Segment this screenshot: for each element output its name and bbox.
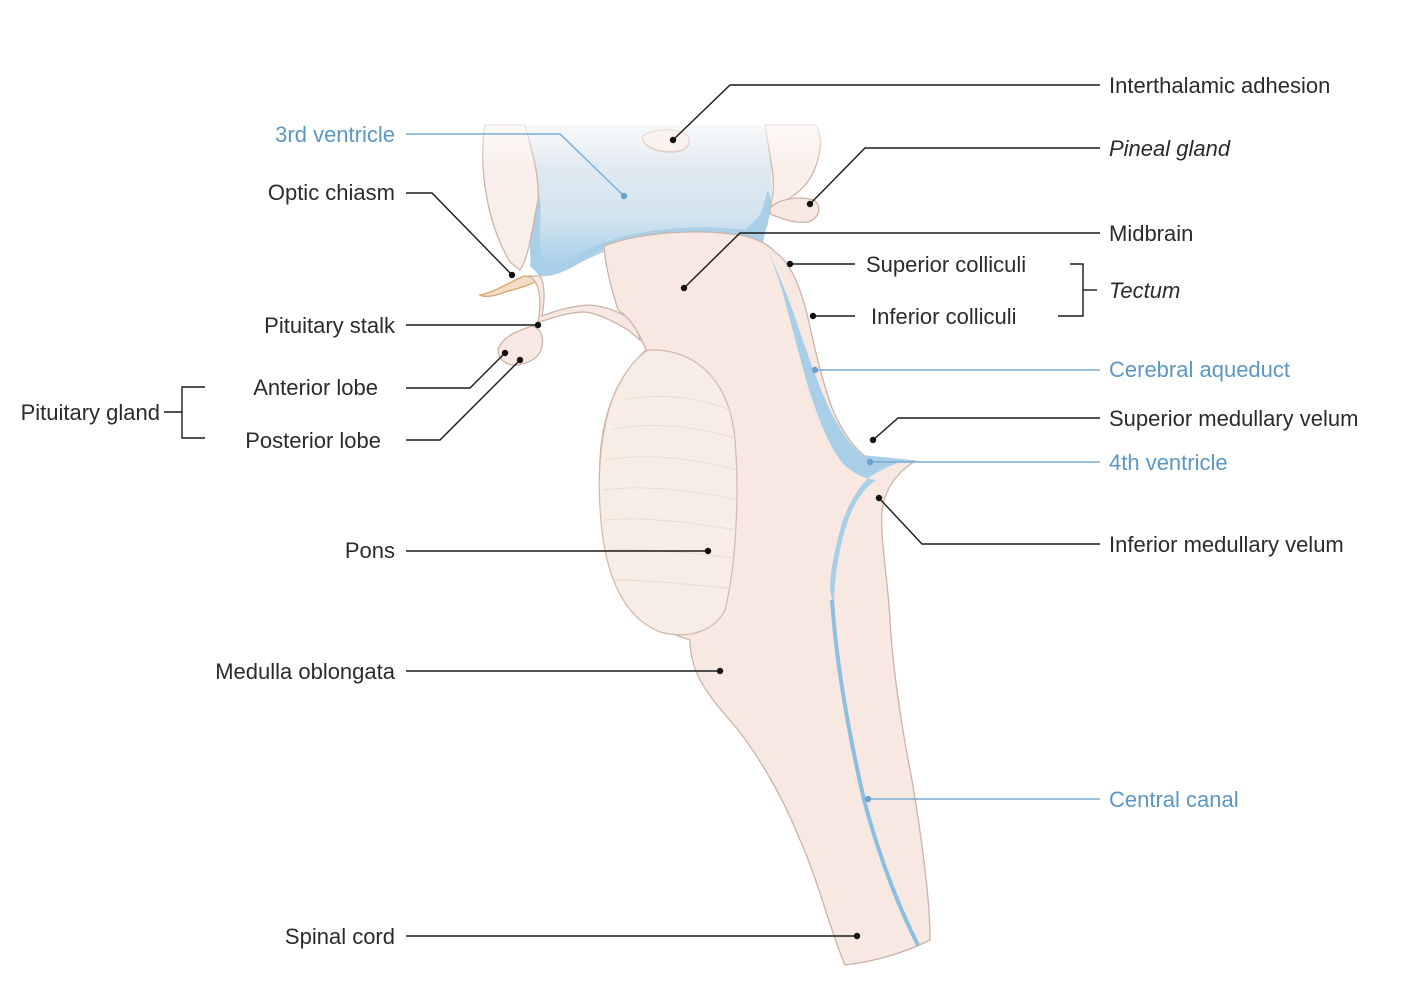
pituitary-gland-shape [497,325,544,366]
top-fade [470,100,840,170]
third-ventricle-csf [529,190,772,277]
label-superior-medullary-velum: Superior medullary velum [1109,406,1358,431]
label-interthalamic-adhesion: Interthalamic adhesion [1109,73,1330,98]
label-spinal-cord: Spinal cord [285,924,395,949]
optic-chiasm-shape [478,275,542,298]
label-medulla-oblongata: Medulla oblongata [215,659,396,684]
anatomy-illustration [478,124,931,966]
label-inferior-medullary-velum: Inferior medullary velum [1109,532,1344,557]
label-pituitary-stalk: Pituitary stalk [264,313,396,338]
pons-fibers [602,395,739,589]
central-canal-shape [830,599,920,946]
label-pituitary-gland: Pituitary gland [21,400,160,425]
leader-dots [501,136,883,940]
cerebral-aqueduct-shape [762,236,912,610]
label-third-ventricle: 3rd ventricle [275,122,395,147]
label-tectum: Tectum [1109,278,1180,303]
pons-shape [598,349,738,636]
label-midbrain: Midbrain [1109,221,1193,246]
label-anterior-lobe: Anterior lobe [253,375,378,400]
label-pineal-gland: Pineal gland [1109,136,1231,161]
label-superior-colliculi: Superior colliculi [866,252,1026,277]
label-cerebral-aqueduct: Cerebral aqueduct [1109,357,1290,382]
label-posterior-lobe: Posterior lobe [245,428,381,453]
label-fourth-ventricle: 4th ventricle [1109,450,1228,475]
pineal-gland-shape [769,197,820,224]
label-pons: Pons [345,538,395,563]
label-inferior-colliculi: Inferior colliculi [871,304,1017,329]
label-central-canal: Central canal [1109,787,1239,812]
label-optic-chiasm: Optic chiasm [268,180,395,205]
labels: Interthalamic adhesion Pineal gland Midb… [21,73,1359,949]
leader-lines [164,84,1100,937]
